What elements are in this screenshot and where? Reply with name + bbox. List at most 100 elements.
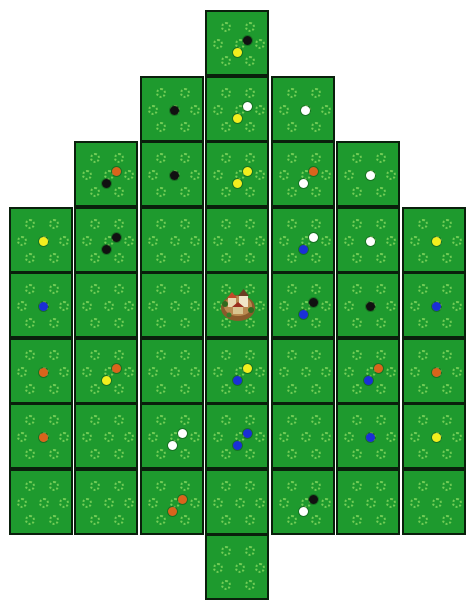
orange-token[interactable]	[112, 364, 121, 373]
board-tile[interactable]	[402, 403, 466, 469]
board-tile[interactable]	[140, 207, 204, 273]
board-tile[interactable]	[271, 76, 335, 142]
orange-token[interactable]	[39, 368, 48, 377]
board-tile[interactable]	[9, 272, 73, 338]
board-tile[interactable]	[9, 338, 73, 404]
black-token[interactable]	[102, 245, 111, 254]
white-token[interactable]	[366, 237, 375, 246]
board-tile[interactable]	[9, 207, 73, 273]
board-tile[interactable]	[271, 338, 335, 404]
board-tile[interactable]	[205, 272, 269, 338]
yellow-token[interactable]	[432, 237, 441, 246]
sprout-icon	[245, 515, 255, 525]
black-token[interactable]	[170, 171, 179, 180]
tile-sprouts	[207, 536, 267, 598]
white-token[interactable]	[243, 102, 252, 111]
board-tile[interactable]	[205, 403, 269, 469]
black-token[interactable]	[309, 495, 318, 504]
board-tile[interactable]	[402, 207, 466, 273]
white-token[interactable]	[309, 233, 318, 242]
white-token[interactable]	[178, 429, 187, 438]
board-tile[interactable]	[140, 141, 204, 207]
board-tile[interactable]	[74, 338, 138, 404]
board-tile[interactable]	[271, 469, 335, 535]
blue-token[interactable]	[299, 310, 308, 319]
white-token[interactable]	[299, 179, 308, 188]
blue-token[interactable]	[432, 302, 441, 311]
yellow-token[interactable]	[102, 376, 111, 385]
board-tile[interactable]	[336, 469, 400, 535]
black-token[interactable]	[366, 302, 375, 311]
board-tile[interactable]	[336, 141, 400, 207]
board-tile[interactable]	[140, 469, 204, 535]
board-tile[interactable]	[402, 272, 466, 338]
tile-sprouts	[207, 143, 267, 205]
board-tile[interactable]	[9, 403, 73, 469]
yellow-token[interactable]	[39, 237, 48, 246]
sprout-icon	[190, 236, 200, 246]
sprout-icon	[25, 481, 35, 491]
black-token[interactable]	[112, 233, 121, 242]
black-token[interactable]	[309, 298, 318, 307]
board-tile[interactable]	[74, 469, 138, 535]
yellow-token[interactable]	[243, 167, 252, 176]
board-tile[interactable]	[74, 272, 138, 338]
white-token[interactable]	[299, 507, 308, 516]
blue-token[interactable]	[39, 302, 48, 311]
yellow-token[interactable]	[233, 48, 242, 57]
board-tile[interactable]	[402, 469, 466, 535]
town-icon[interactable]	[219, 284, 257, 324]
white-token[interactable]	[168, 441, 177, 450]
board-tile[interactable]	[205, 207, 269, 273]
white-token[interactable]	[301, 106, 310, 115]
board-tile[interactable]	[271, 141, 335, 207]
board-tile[interactable]	[271, 207, 335, 273]
black-token[interactable]	[170, 106, 179, 115]
board-tile[interactable]	[205, 10, 269, 76]
yellow-token[interactable]	[432, 433, 441, 442]
blue-token[interactable]	[233, 441, 242, 450]
board-tile[interactable]	[271, 272, 335, 338]
board-tile[interactable]	[336, 207, 400, 273]
orange-token[interactable]	[432, 368, 441, 377]
blue-token[interactable]	[233, 376, 242, 385]
board-tile[interactable]	[205, 469, 269, 535]
orange-token[interactable]	[374, 364, 383, 373]
board-tile[interactable]	[205, 338, 269, 404]
board-tile[interactable]	[140, 272, 204, 338]
blue-token[interactable]	[299, 245, 308, 254]
board-tile[interactable]	[9, 469, 73, 535]
black-token[interactable]	[243, 36, 252, 45]
yellow-token[interactable]	[243, 364, 252, 373]
yellow-token[interactable]	[233, 114, 242, 123]
board-tile[interactable]	[402, 338, 466, 404]
sprout-icon	[311, 187, 321, 197]
board-tile[interactable]	[140, 338, 204, 404]
orange-token[interactable]	[168, 507, 177, 516]
board-tile[interactable]	[336, 403, 400, 469]
orange-token[interactable]	[112, 167, 121, 176]
yellow-token[interactable]	[233, 179, 242, 188]
orange-token[interactable]	[178, 495, 187, 504]
blue-token[interactable]	[366, 433, 375, 442]
blue-token[interactable]	[364, 376, 373, 385]
board-tile[interactable]	[336, 272, 400, 338]
sprout-icon	[90, 384, 100, 394]
board-tile[interactable]	[140, 403, 204, 469]
board-tile[interactable]	[74, 141, 138, 207]
board-tile[interactable]	[74, 207, 138, 273]
board-tile[interactable]	[205, 76, 269, 142]
white-token[interactable]	[366, 171, 375, 180]
orange-token[interactable]	[309, 167, 318, 176]
board-tile[interactable]	[140, 76, 204, 142]
orange-token[interactable]	[39, 433, 48, 442]
blue-token[interactable]	[243, 429, 252, 438]
board-tile[interactable]	[74, 403, 138, 469]
board-tile[interactable]	[271, 403, 335, 469]
sprout-icon	[352, 350, 362, 360]
board-tile[interactable]	[205, 141, 269, 207]
board-tile[interactable]	[336, 338, 400, 404]
board-tile[interactable]	[205, 534, 269, 600]
black-token[interactable]	[102, 179, 111, 188]
sprout-icon	[352, 187, 362, 197]
